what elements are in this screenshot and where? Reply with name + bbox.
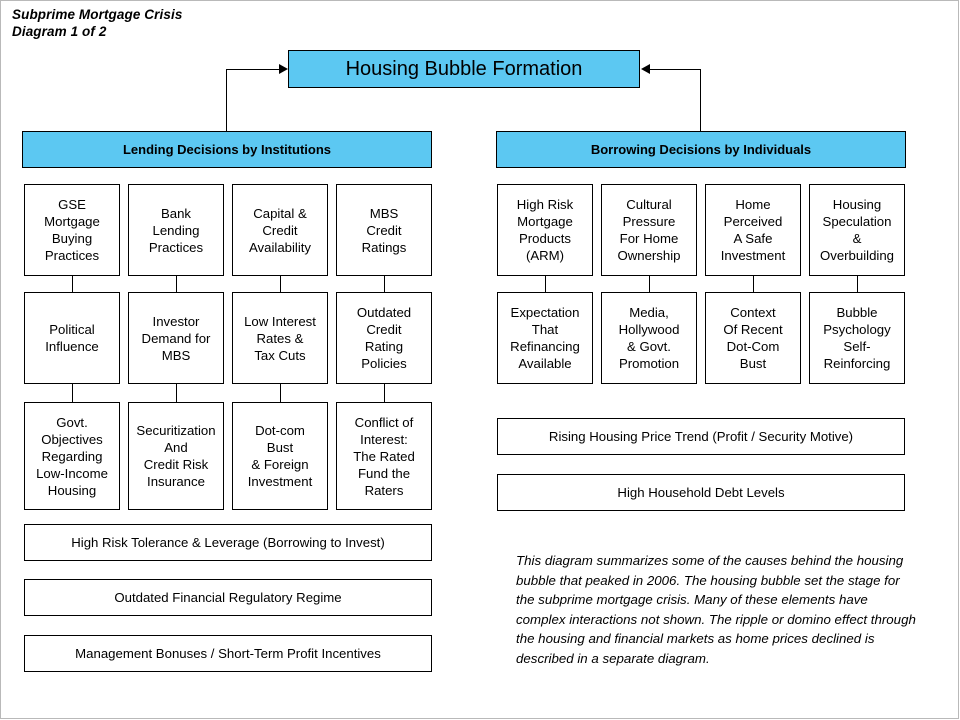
node-label: Management Bonuses / Short-Term Profit I… [75, 646, 381, 661]
node-lending-wide-2[interactable]: Management Bonuses / Short-Term Profit I… [24, 635, 432, 672]
node-label: Govt. Objectives Regarding Low-Income Ho… [36, 414, 108, 498]
connector-stub [753, 276, 754, 292]
connector-borrowing-horizontal [650, 69, 701, 70]
node-lending-r1-c3[interactable]: Outdated Credit Rating Policies [336, 292, 432, 384]
branch-header-borrowing-label: Borrowing Decisions by Individuals [590, 142, 812, 157]
connector-stub [384, 276, 385, 292]
connector-lending-vertical [226, 69, 227, 131]
node-label: Home Perceived A Safe Investment [720, 197, 786, 263]
node-label: Dot-com Bust & Foreign Investment [247, 423, 313, 489]
node-lending-r0-c3[interactable]: MBS Credit Ratings [336, 184, 432, 276]
branch-header-lending[interactable]: Lending Decisions by Institutions [22, 131, 432, 168]
node-label: Conflict of Interest: The Rated Fund the… [353, 414, 415, 498]
node-label: Securitization And Credit Risk Insurance [136, 423, 216, 489]
root-node-label: Housing Bubble Formation [345, 57, 583, 80]
node-label: MBS Credit Ratings [361, 205, 407, 255]
arrow-into-root-left [279, 64, 288, 74]
root-node-housing-bubble-formation[interactable]: Housing Bubble Formation [288, 50, 640, 88]
connector-stub [176, 276, 177, 292]
connector-stub [72, 276, 73, 292]
node-borrowing-r1-c3[interactable]: Bubble Psychology Self- Reinforcing [809, 292, 905, 384]
node-label: Rising Housing Price Trend (Profit / Sec… [548, 429, 854, 444]
node-label: High Risk Tolerance & Leverage (Borrowin… [71, 535, 385, 550]
node-label: Bank Lending Practices [148, 205, 204, 255]
connector-stub [72, 384, 73, 402]
node-label: Expectation That Refinancing Available [510, 305, 580, 371]
connector-stub [545, 276, 546, 292]
node-label: Cultural Pressure For Home Ownership [617, 197, 681, 263]
node-borrowing-r0-c1[interactable]: Cultural Pressure For Home Ownership [601, 184, 697, 276]
node-label: Bubble Psychology Self- Reinforcing [823, 305, 891, 371]
node-lending-r2-c2[interactable]: Dot-com Bust & Foreign Investment [232, 402, 328, 510]
node-lending-r2-c0[interactable]: Govt. Objectives Regarding Low-Income Ho… [24, 402, 120, 510]
node-borrowing-r1-c1[interactable]: Media, Hollywood & Govt. Promotion [601, 292, 697, 384]
node-label: Low Interest Rates & Tax Cuts [244, 313, 316, 363]
connector-stub [280, 276, 281, 292]
node-borrowing-wide-1[interactable]: High Household Debt Levels [497, 474, 905, 511]
connector-lending-horizontal [226, 69, 281, 70]
branch-header-borrowing[interactable]: Borrowing Decisions by Individuals [496, 131, 906, 168]
connector-stub [384, 384, 385, 402]
node-label: High Risk Mortgage Products (ARM) [516, 197, 574, 263]
diagram-caption: This diagram summarizes some of the caus… [516, 553, 916, 666]
node-borrowing-r0-c3[interactable]: Housing Speculation & Overbuilding [809, 184, 905, 276]
node-label: High Household Debt Levels [617, 485, 785, 500]
node-lending-r1-c2[interactable]: Low Interest Rates & Tax Cuts [232, 292, 328, 384]
node-label: Capital & Credit Availability [248, 205, 312, 255]
node-borrowing-r0-c2[interactable]: Home Perceived A Safe Investment [705, 184, 801, 276]
node-lending-r2-c3[interactable]: Conflict of Interest: The Rated Fund the… [336, 402, 432, 510]
node-borrowing-r1-c2[interactable]: Context Of Recent Dot-Com Bust [705, 292, 801, 384]
node-label: Investor Demand for MBS [141, 313, 211, 363]
connector-stub [176, 384, 177, 402]
connector-stub [649, 276, 650, 292]
arrow-into-root-right [641, 64, 650, 74]
node-label: Political Influence [45, 322, 99, 354]
connector-stub [280, 384, 281, 402]
node-lending-r2-c1[interactable]: Securitization And Credit Risk Insurance [128, 402, 224, 510]
node-label: Media, Hollywood & Govt. Promotion [618, 305, 680, 371]
node-lending-wide-0[interactable]: High Risk Tolerance & Leverage (Borrowin… [24, 524, 432, 561]
node-label: Outdated Financial Regulatory Regime [114, 590, 342, 605]
node-borrowing-wide-0[interactable]: Rising Housing Price Trend (Profit / Sec… [497, 418, 905, 455]
node-lending-r1-c0[interactable]: Political Influence [24, 292, 120, 384]
connector-borrowing-vertical [700, 69, 701, 131]
node-lending-r0-c2[interactable]: Capital & Credit Availability [232, 184, 328, 276]
node-lending-wide-1[interactable]: Outdated Financial Regulatory Regime [24, 579, 432, 616]
branch-header-lending-label: Lending Decisions by Institutions [122, 142, 331, 157]
node-label: Outdated Credit Rating Policies [356, 305, 412, 371]
node-borrowing-r1-c0[interactable]: Expectation That Refinancing Available [497, 292, 593, 384]
connector-stub [857, 276, 858, 292]
node-borrowing-r0-c0[interactable]: High Risk Mortgage Products (ARM) [497, 184, 593, 276]
node-label: Housing Speculation & Overbuilding [819, 197, 895, 263]
node-label: GSE Mortgage Buying Practices [44, 197, 100, 263]
document-title: Subprime Mortgage Crisis Diagram 1 of 2 [12, 7, 183, 39]
node-lending-r1-c1[interactable]: Investor Demand for MBS [128, 292, 224, 384]
node-lending-r0-c1[interactable]: Bank Lending Practices [128, 184, 224, 276]
node-lending-r0-c0[interactable]: GSE Mortgage Buying Practices [24, 184, 120, 276]
node-label: Context Of Recent Dot-Com Bust [723, 305, 783, 371]
